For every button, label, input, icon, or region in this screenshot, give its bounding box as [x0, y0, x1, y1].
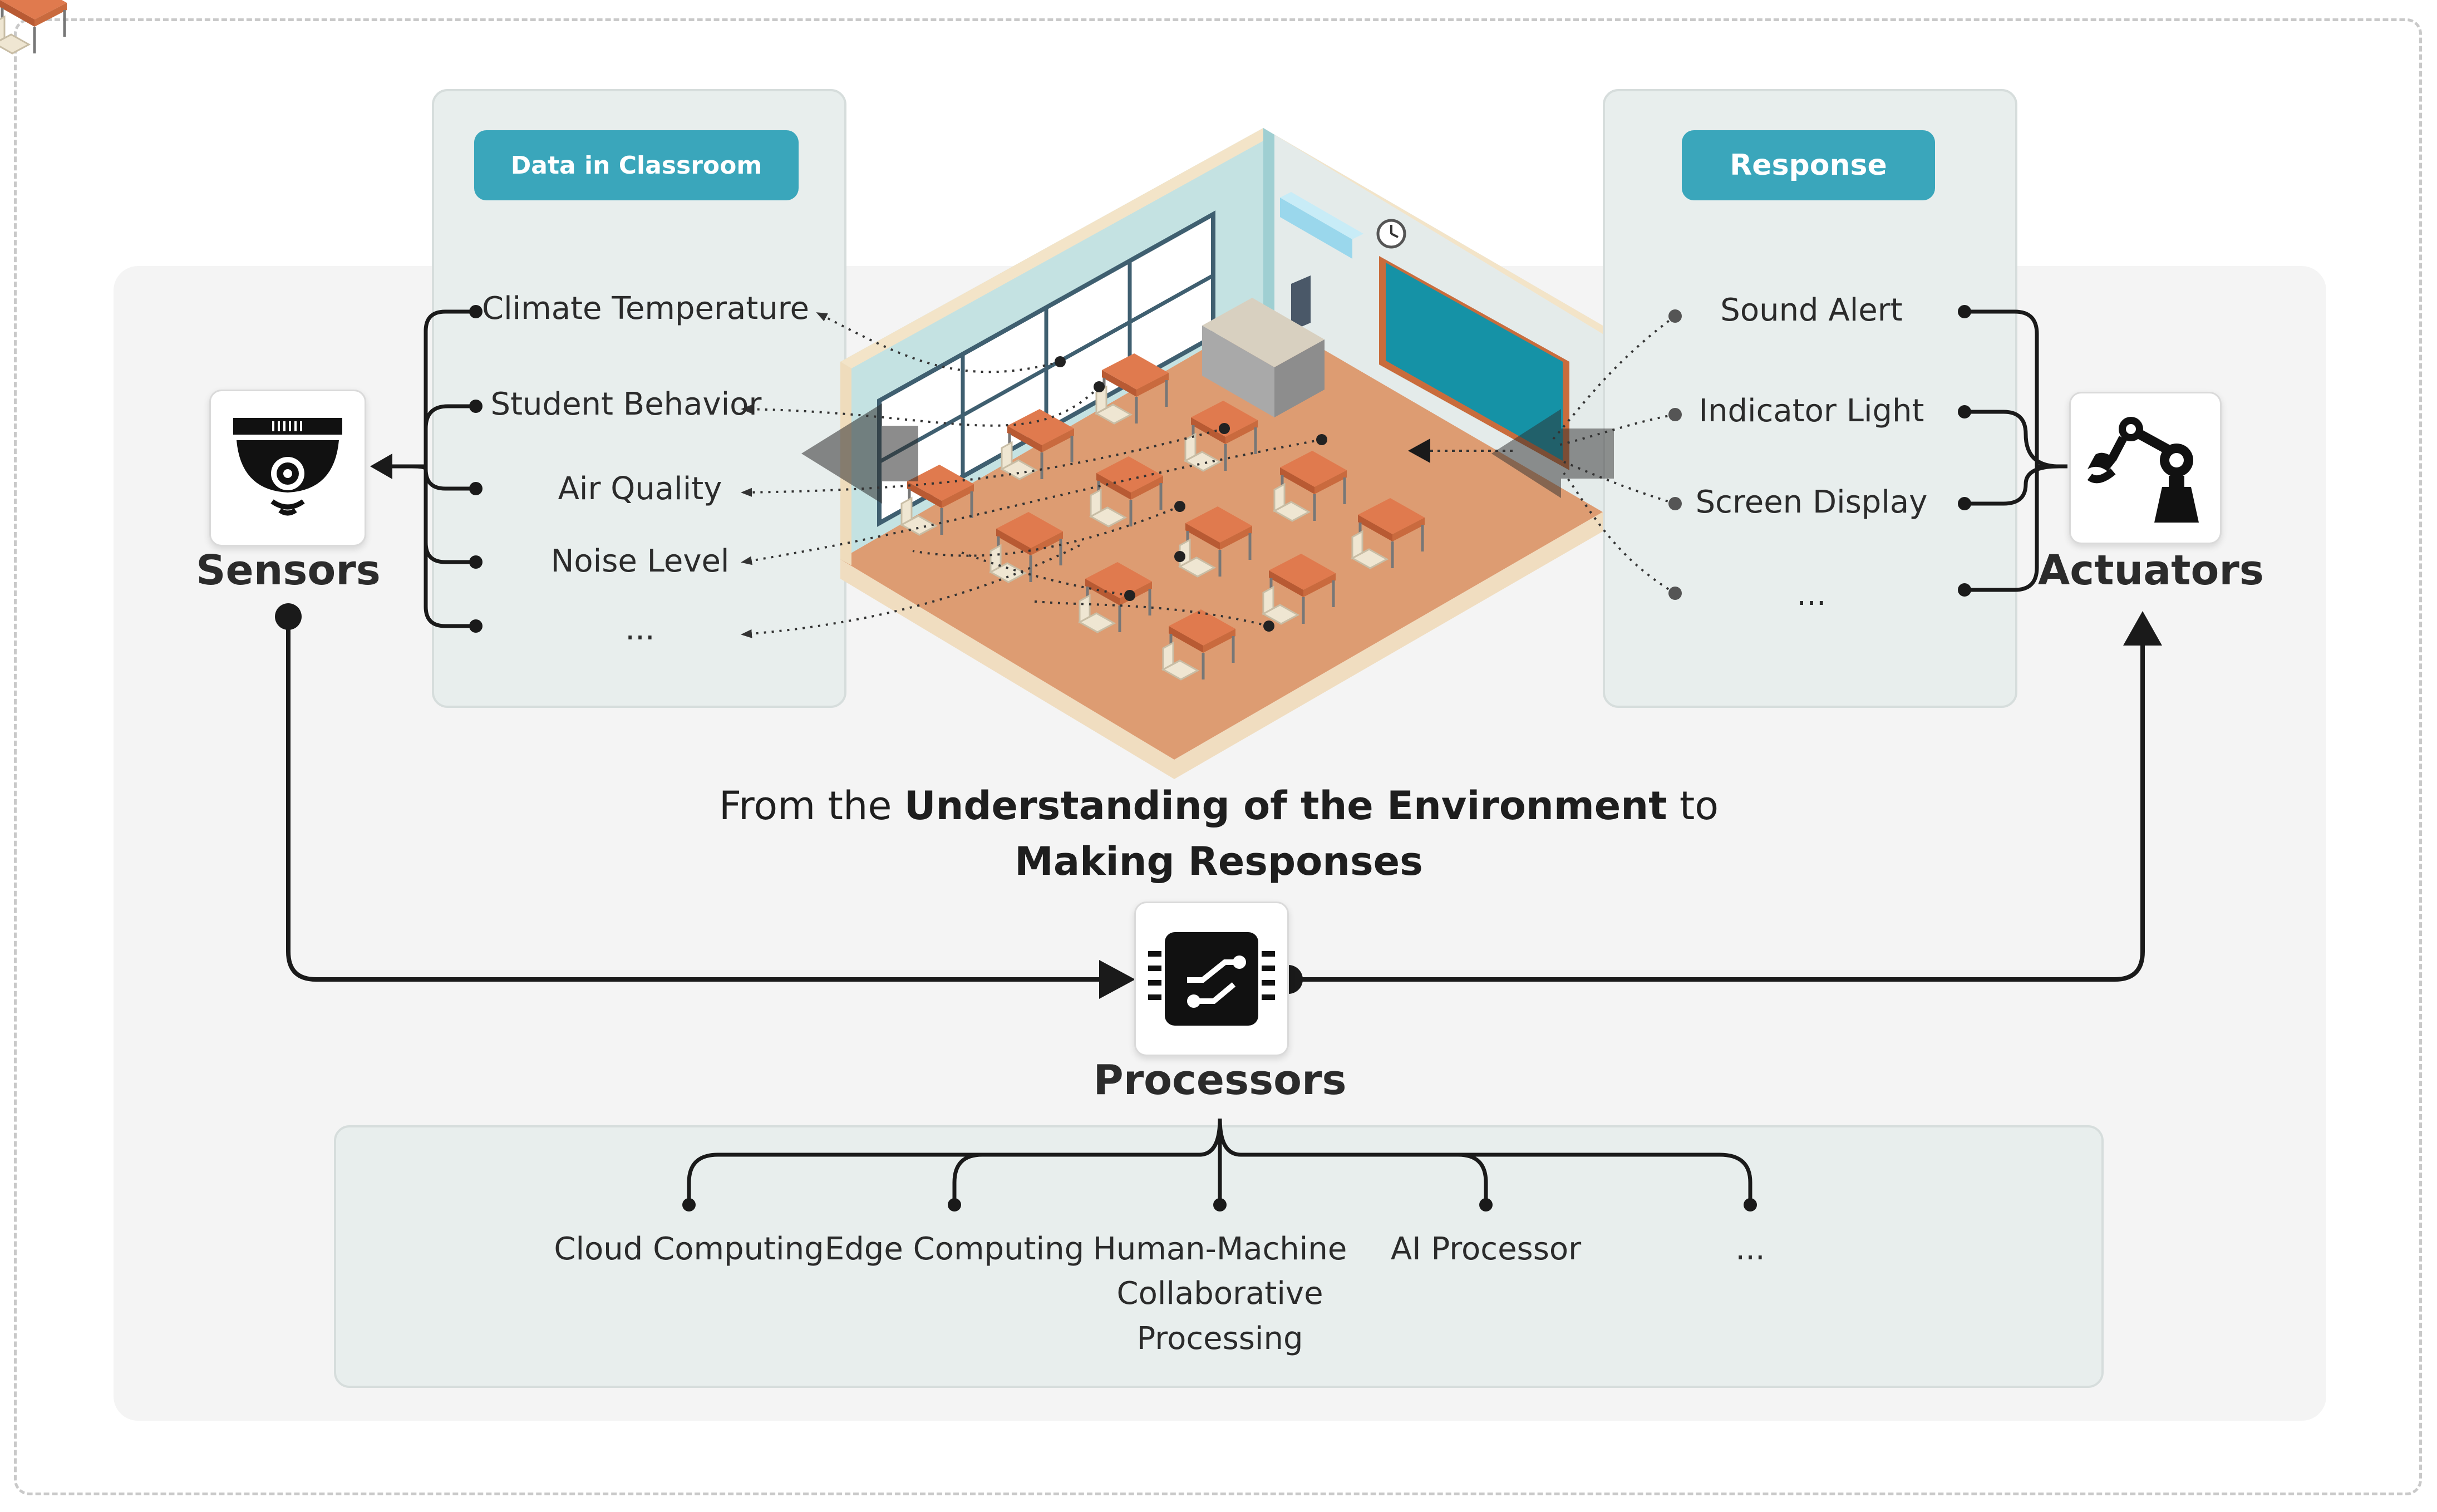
sensors-label: Sensors: [196, 546, 381, 594]
response-item-sound-alert: Sound Alert: [1720, 292, 1903, 328]
classroom-data-arrow: [801, 403, 918, 504]
diagram-caption: From the Understanding of the Environmen…: [612, 778, 1825, 889]
actuators-node: [2069, 392, 2222, 544]
data-item-more: ...: [625, 611, 655, 647]
processor-edge-computing: Edge Computing: [824, 1231, 1085, 1267]
response-item-indicator-light: Indicator Light: [1698, 393, 1924, 429]
processor-ai-processor: AI Processor: [1390, 1231, 1582, 1267]
data-item-student-behavior: Student Behavior: [490, 386, 762, 422]
data-item-air-quality: Air Quality: [558, 471, 722, 507]
robot-arm-icon: [2087, 417, 2199, 523]
classroom-response-arrow: [1491, 409, 1614, 498]
processor-cloud-computing: Cloud Computing: [554, 1231, 824, 1267]
processing-flow-line: [286, 615, 2145, 982]
response-panel-title: Response: [1682, 130, 1935, 200]
processors-node: [1134, 902, 1289, 1056]
caption-emphasis-2: Making Responses: [1015, 839, 1423, 884]
response-item-more: ...: [1796, 577, 1826, 613]
data-item-climate-temperature: Climate Temperature: [481, 290, 810, 327]
caption-emphasis-1: Understanding of the Environment: [904, 783, 1667, 829]
security-camera-icon: [233, 418, 342, 516]
processor-more: ...: [1735, 1231, 1765, 1267]
caption-prefix: From the: [718, 783, 904, 829]
actuators-bracket: [1965, 309, 2067, 592]
response-item-screen-display: Screen Display: [1695, 484, 1928, 520]
sensors-bracket: [384, 309, 476, 628]
actuators-label: Actuators: [2038, 546, 2264, 594]
processor-human-machine-line-2: Collaborative: [1116, 1275, 1323, 1312]
processor-human-machine-line-3: Processing: [1136, 1321, 1303, 1357]
caption-mid: to: [1667, 783, 1719, 829]
diagram-frame: [14, 18, 2422, 1495]
data-item-noise-level: Noise Level: [550, 543, 730, 579]
caption-line-1: From the Understanding of the Environmen…: [612, 778, 1825, 834]
data-dotted-links: [741, 312, 1322, 638]
processors-bracket: [687, 1118, 1752, 1205]
processor-human-machine-line-1: Human-Machine: [1092, 1231, 1347, 1267]
processors-label: Processors: [1093, 1056, 1347, 1104]
caption-line-2: Making Responses: [612, 834, 1825, 889]
chip-icon: [1148, 932, 1275, 1026]
sensors-node: [209, 390, 366, 546]
data-panel-title: Data in Classroom: [474, 130, 799, 200]
response-dotted-links: [1552, 315, 1676, 594]
